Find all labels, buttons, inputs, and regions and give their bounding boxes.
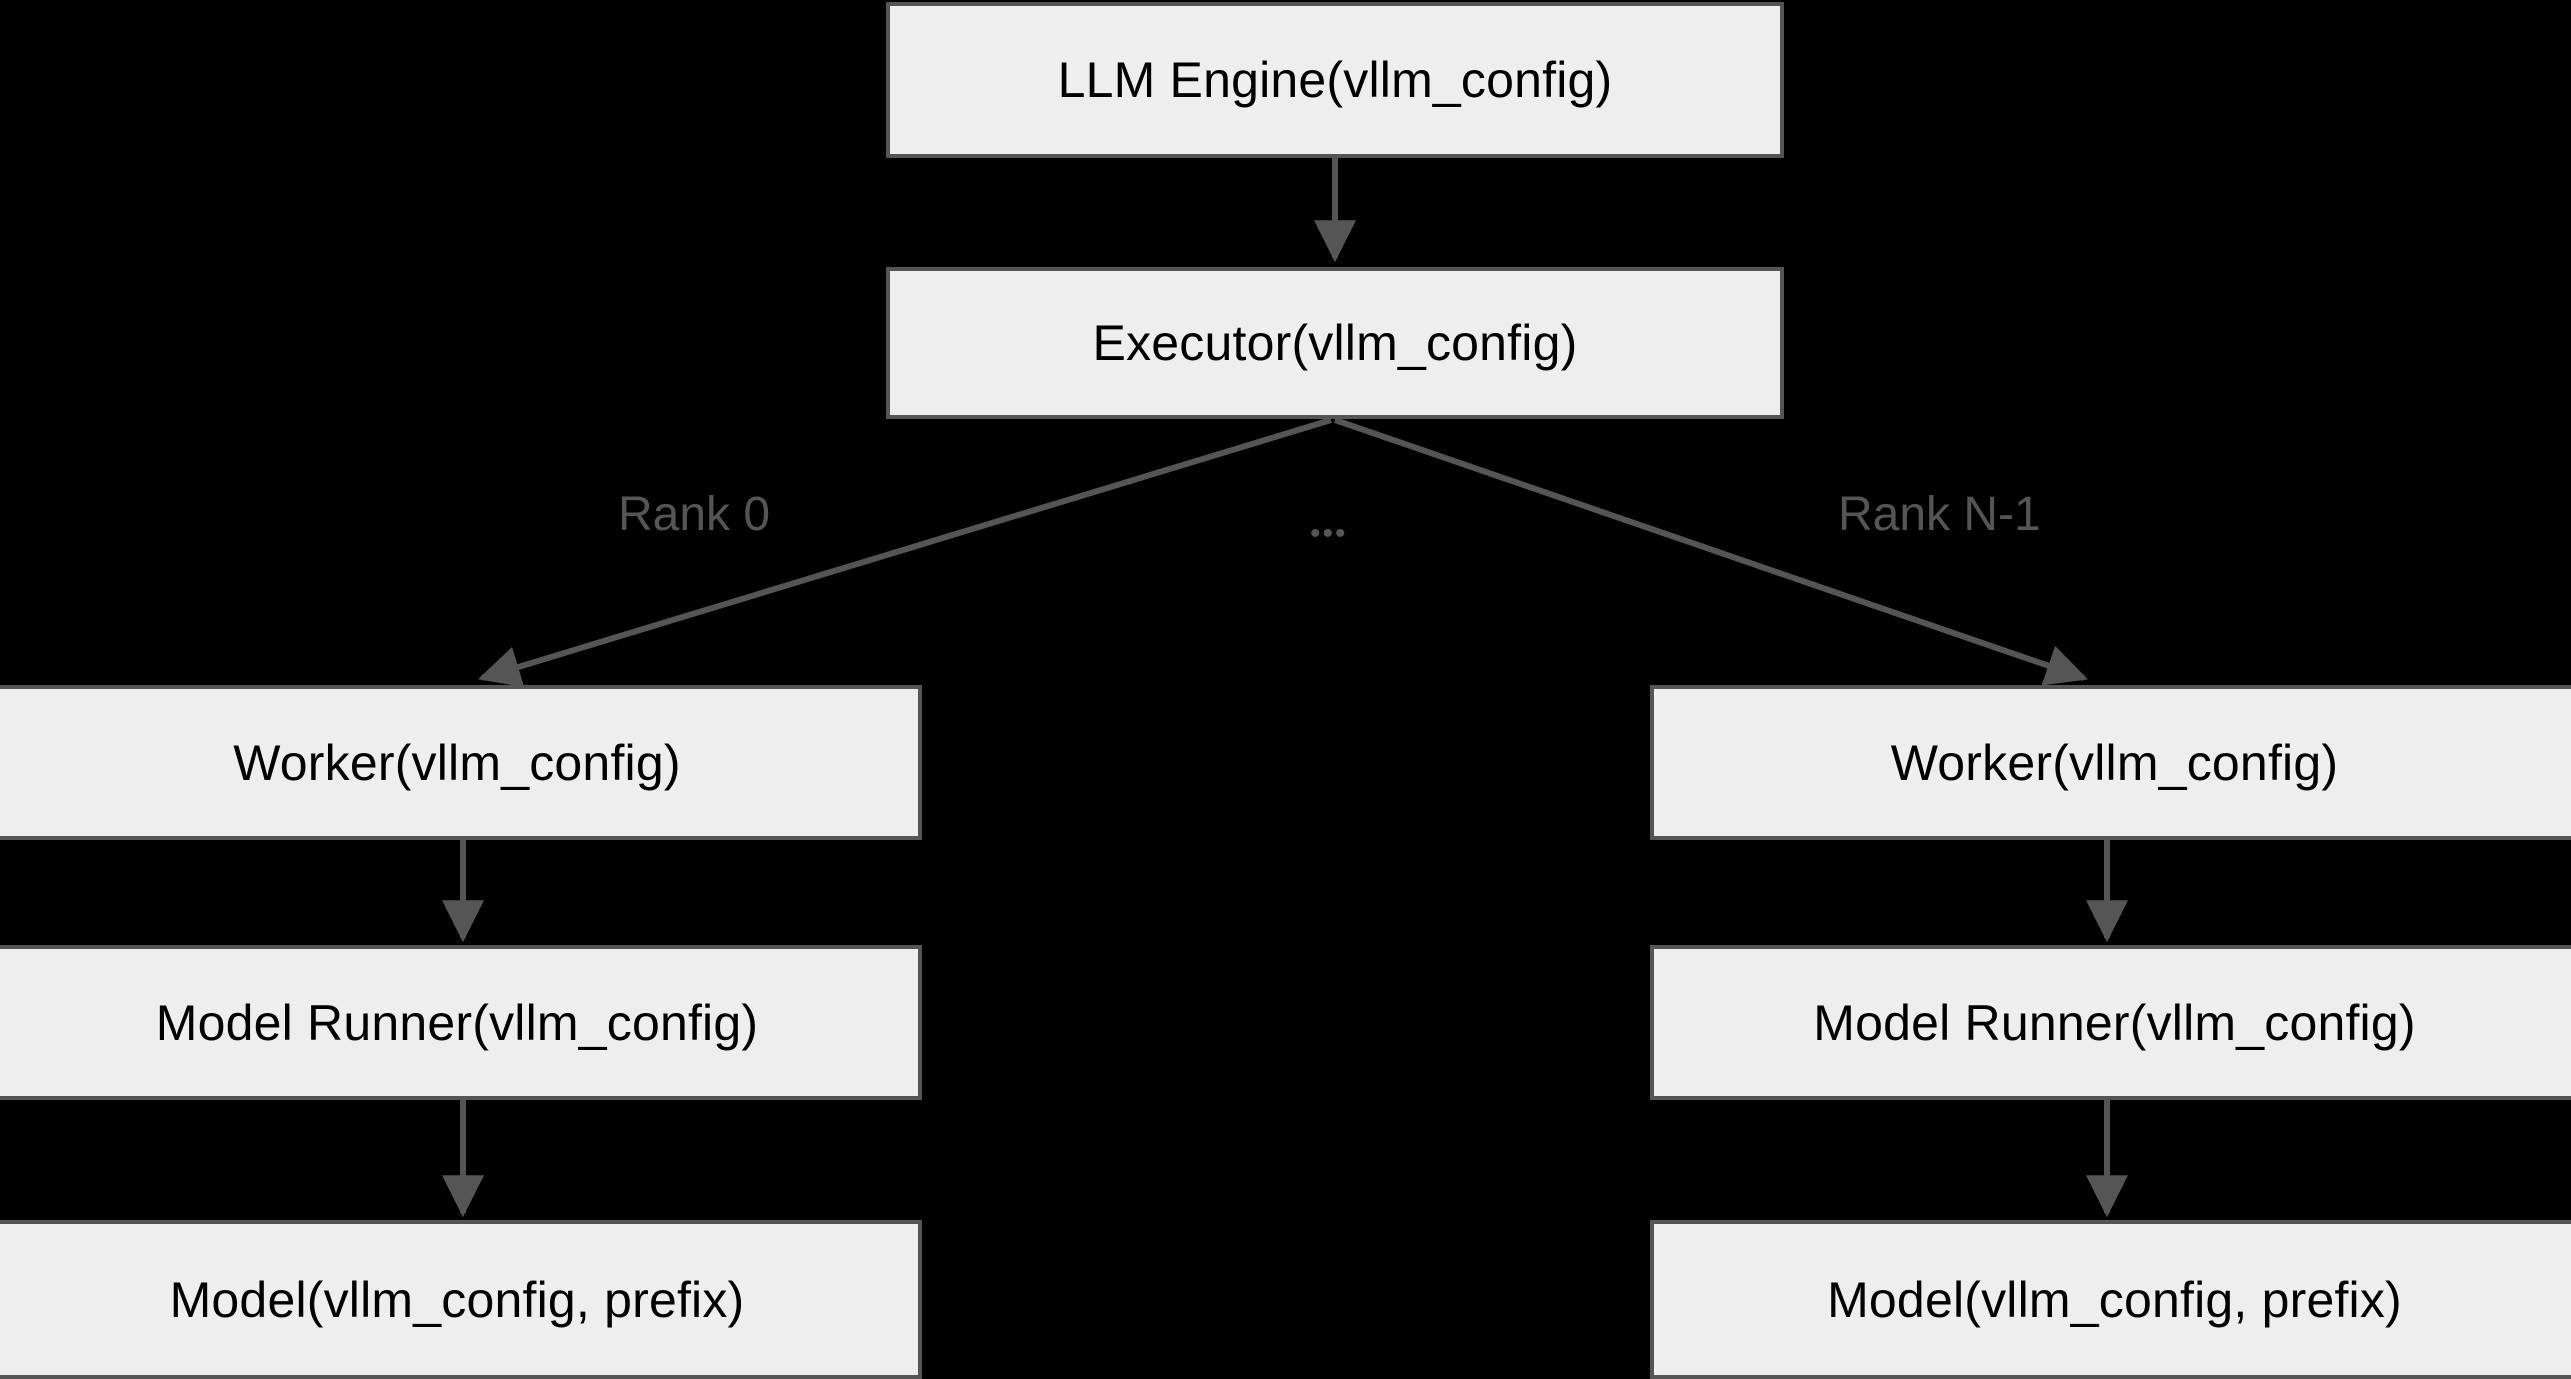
edge-executor-to-worker-rankn — [1334, 417, 2088, 686]
node-executor[interactable]: Executor(vllm_config) — [886, 267, 1784, 419]
edge-label-rank-0: Rank 0 — [618, 488, 771, 541]
node-model-rank-n-minus-1[interactable]: Model(vllm_config, prefix) — [1650, 1220, 2571, 1379]
node-llm-engine[interactable]: LLM Engine(vllm_config) — [886, 2, 1784, 158]
edge-executor-to-worker-rank0 — [477, 417, 1332, 688]
edge-label-rank-n-minus-1: Rank N-1 — [1838, 488, 2041, 541]
node-model-runner-rank-0[interactable]: Model Runner(vllm_config) — [0, 945, 922, 1100]
node-worker-rank-0[interactable]: Worker(vllm_config) — [0, 685, 922, 840]
node-worker-rank-n-minus-1[interactable]: Worker(vllm_config) — [1650, 685, 2571, 840]
edge-label-ellipsis: ••• — [1310, 517, 1348, 550]
node-model-runner-rank-n-minus-1[interactable]: Model Runner(vllm_config) — [1650, 945, 2571, 1100]
node-model-rank-0[interactable]: Model(vllm_config, prefix) — [0, 1220, 922, 1379]
